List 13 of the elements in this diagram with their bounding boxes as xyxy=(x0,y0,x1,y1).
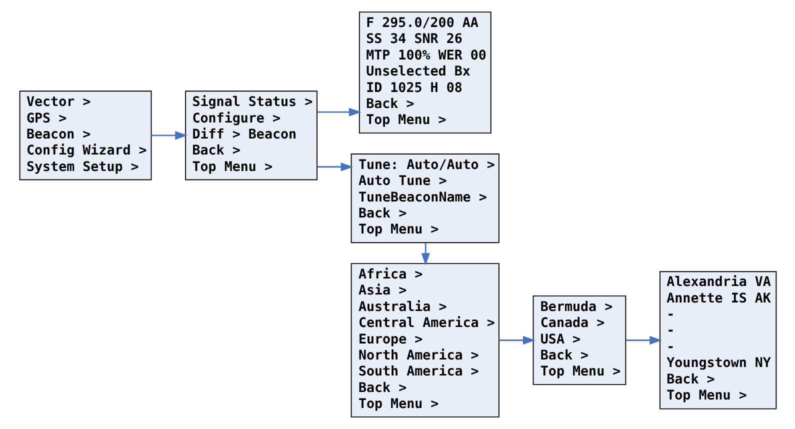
node-box: Alexandria VA Annette IS AK - - - Youngstown NY Back > Top Menu > xyxy=(659,271,776,410)
arrow xyxy=(316,108,361,116)
arrow xyxy=(150,131,188,140)
node-box: Tune: Auto/Auto > Auto Tune > TuneBeaconName > Back > Top Menu > xyxy=(350,154,499,244)
node-box: Bermuda > Canada > USA > Back > Top Menu > xyxy=(532,295,626,386)
node-box: Africa > Asia > Australia > Central America > Europe > North America > South America > Back > Top Menu > xyxy=(350,263,499,418)
arrow xyxy=(626,336,662,345)
arrow xyxy=(498,336,535,345)
arrow xyxy=(420,242,430,266)
node-box: Signal Status > Configure > Diff > Beacon Back > Top Menu > xyxy=(184,90,317,180)
node-box: Vector > GPS > Beacon > Config Wizard > System Setup > xyxy=(18,90,152,180)
arrow xyxy=(316,162,353,172)
node-box: F 295.0/200 AA SS 34 SNR 26 MTP 100% WER 00 Unselected Bx ID 1025 H 08 Back > Top Menu > xyxy=(358,12,491,134)
